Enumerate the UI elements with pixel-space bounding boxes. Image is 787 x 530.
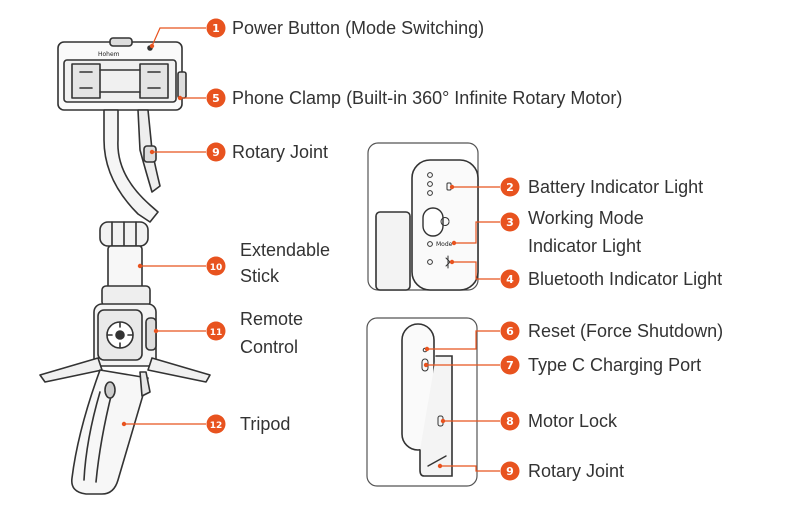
svg-text:6: 6 — [506, 325, 514, 338]
rotary-joint-arm — [103, 109, 161, 223]
svg-text:Hohem: Hohem — [98, 51, 120, 58]
label-tripod: Tripod — [240, 414, 290, 434]
gimbal-illustration: Hohem — [39, 37, 211, 495]
svg-text:11: 11 — [210, 328, 223, 338]
phone-clamp: Hohem — [57, 37, 187, 111]
label-rotary-joint-left: Rotary Joint — [232, 142, 328, 162]
label-remote-line1: Remote — [240, 309, 303, 329]
mode-label: Mode — [436, 241, 453, 248]
remote-control — [93, 303, 157, 367]
badge-6: 6 — [500, 321, 520, 341]
badge-11: 11 — [206, 321, 226, 341]
svg-text:10: 10 — [210, 263, 223, 273]
svg-text:3: 3 — [506, 216, 514, 229]
label-working-mode-line2: Indicator Light — [528, 236, 641, 256]
label-remote-line2: Control — [240, 337, 298, 357]
callout-labels: Power Button (Mode Switching) Phone Clam… — [232, 18, 723, 481]
svg-text:8: 8 — [506, 415, 514, 428]
port-detail-panel — [366, 317, 478, 487]
label-extendable-line1: Extendable — [240, 240, 330, 260]
badge-10: 10 — [206, 256, 226, 276]
svg-text:12: 12 — [210, 421, 223, 431]
number-badges: 1 5 9 10 11 12 2 3 4 6 7 8 9 — [206, 18, 520, 481]
indicator-detail-panel: Mode — [367, 142, 479, 291]
badge-7: 7 — [500, 355, 520, 375]
svg-text:5: 5 — [212, 92, 220, 105]
svg-text:2: 2 — [506, 181, 514, 194]
badge-1: 1 — [206, 18, 226, 38]
badge-4: 4 — [500, 269, 520, 289]
svg-text:4: 4 — [506, 273, 514, 286]
svg-text:7: 7 — [506, 359, 514, 372]
label-extendable-line2: Stick — [240, 266, 280, 286]
badge-9-left: 9 — [206, 142, 226, 162]
callout-anchor-dots — [121, 43, 457, 469]
badge-9-right: 9 — [500, 461, 520, 481]
label-charging-port: Type C Charging Port — [528, 355, 701, 375]
adjust-knob — [99, 221, 149, 247]
svg-text:1: 1 — [212, 22, 220, 35]
badge-12: 12 — [206, 414, 226, 434]
label-reset: Reset (Force Shutdown) — [528, 321, 723, 341]
svg-text:9: 9 — [506, 465, 514, 478]
label-rotary-joint-right: Rotary Joint — [528, 461, 624, 481]
label-power-button: Power Button (Mode Switching) — [232, 18, 484, 38]
tripod — [39, 357, 211, 495]
svg-text:9: 9 — [212, 146, 220, 159]
label-battery-light: Battery Indicator Light — [528, 177, 703, 197]
badge-5: 5 — [206, 88, 226, 108]
badge-3: 3 — [500, 212, 520, 232]
extendable-stick — [101, 245, 151, 307]
label-phone-clamp: Phone Clamp (Built-in 360° Infinite Rota… — [232, 88, 622, 108]
label-bluetooth-light: Bluetooth Indicator Light — [528, 269, 722, 289]
label-working-mode-line1: Working Mode — [528, 208, 644, 228]
label-motor-lock: Motor Lock — [528, 411, 618, 431]
badge-2: 2 — [500, 177, 520, 197]
badge-8: 8 — [500, 411, 520, 431]
callout-leaders — [124, 27, 500, 472]
